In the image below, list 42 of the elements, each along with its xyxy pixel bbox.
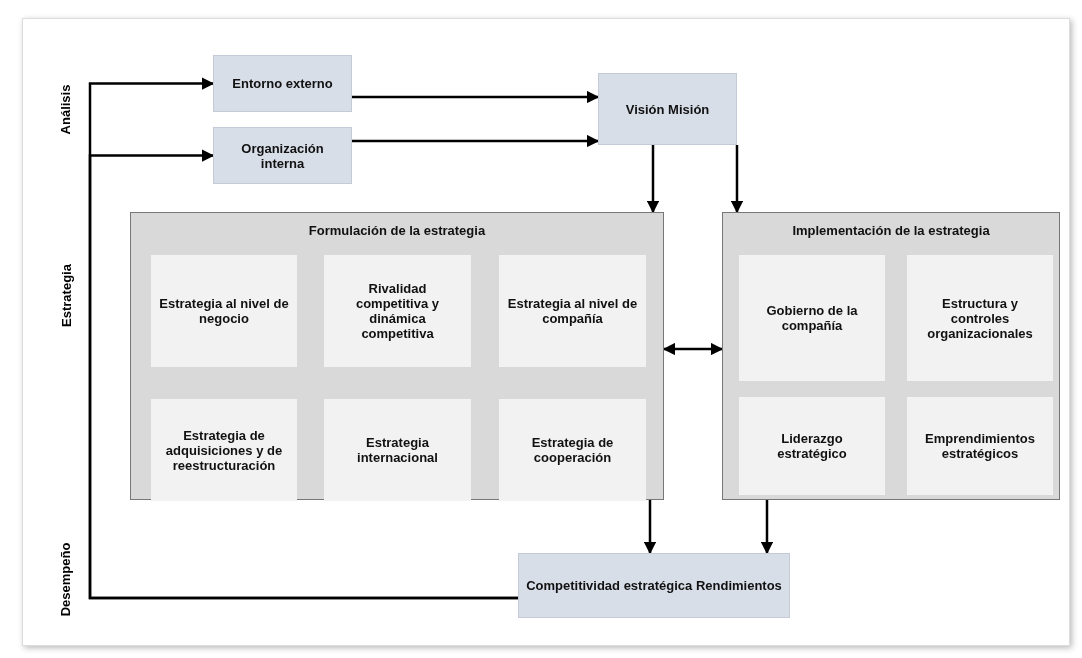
arrow	[662, 342, 724, 356]
arrow	[643, 500, 657, 555]
arrow	[352, 90, 600, 104]
process-box	[324, 255, 471, 367]
panel-heading: Implementación de la estrategia	[792, 223, 990, 238]
process-box	[213, 55, 352, 112]
process-box	[739, 397, 885, 495]
phase-label: Desempeño	[58, 542, 74, 617]
box-label: Rivalidad competitiva y dinámica competitiva	[354, 281, 441, 341]
process-box	[907, 397, 1053, 495]
phase-label: Estrategia	[58, 264, 74, 327]
process-box	[518, 553, 790, 618]
group-panel	[130, 212, 664, 500]
arrow	[646, 145, 660, 214]
process-box	[907, 255, 1053, 381]
process-box	[499, 399, 646, 501]
process-box	[151, 399, 297, 501]
process-box	[499, 255, 646, 367]
panel-heading: Formulación de la estrategia	[308, 223, 486, 238]
process-box	[151, 255, 297, 367]
process-box	[213, 127, 352, 184]
phase-label: Análisis	[58, 84, 74, 135]
box-label: Visión Misión	[625, 101, 710, 117]
box-label: Estrategia internacional	[356, 435, 439, 465]
process-box	[598, 73, 737, 145]
arrow	[760, 500, 774, 555]
box-label: Estructura y controles organizacionales	[926, 295, 1034, 341]
arrow	[730, 145, 744, 214]
box-label: Estrategia al nivel de negocio	[159, 296, 289, 326]
box-label: Estrategia de adquisiciones y de reestructuración	[164, 427, 284, 473]
box-label: Liderazgo estratégico	[776, 431, 848, 461]
box-label: Estrategia de cooperación	[530, 435, 615, 465]
box-label: Organización interna	[240, 140, 325, 171]
process-box	[324, 399, 471, 501]
box-label: Gobierno de la compañía	[765, 303, 859, 333]
box-label: Emprendimientos estratégicos	[924, 431, 1036, 461]
box-label: Entorno externo	[232, 76, 333, 91]
box-label: Competitividad estratégica Rendimientos	[526, 578, 782, 593]
arrow	[352, 134, 600, 148]
box-label: Estrategia al nivel de compañía	[507, 296, 638, 326]
process-box	[739, 255, 885, 381]
group-panel	[722, 212, 1060, 500]
